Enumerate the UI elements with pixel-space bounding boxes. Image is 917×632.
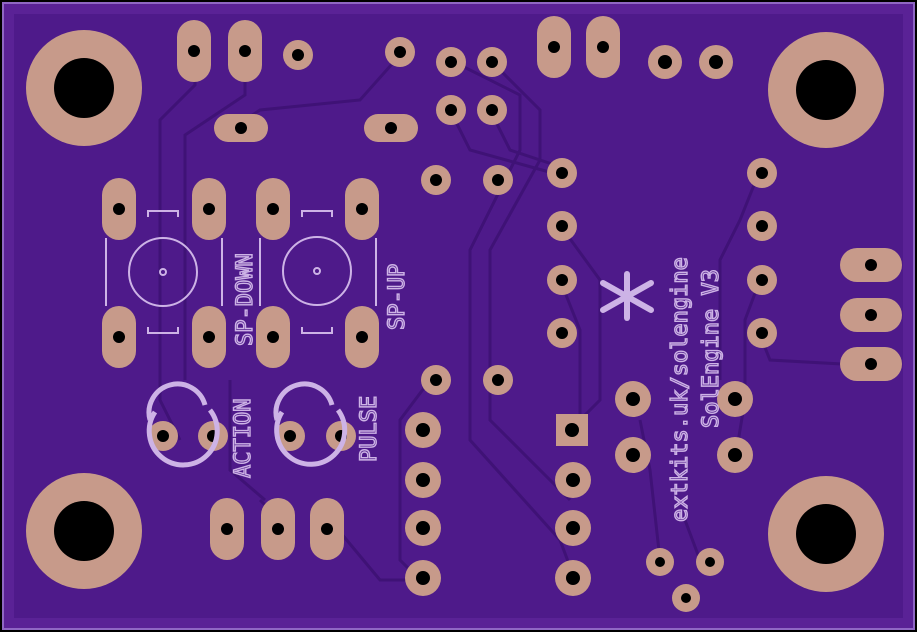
asterisk-mark-icon — [600, 271, 654, 321]
label-action: ACTION — [231, 399, 256, 478]
mounting-hole-icon — [768, 32, 884, 148]
traces — [158, 45, 861, 582]
label-pulse: PULSE — [357, 396, 382, 462]
tact-switch-icon — [105, 210, 223, 334]
label-url: extkits.uk/solengine — [668, 257, 693, 522]
label-sp-down: SP-DOWN — [233, 253, 258, 346]
oblong-h-pad-holes — [235, 122, 877, 370]
mounting-holes — [26, 30, 884, 592]
led-icon — [273, 381, 348, 467]
mounting-hole-icon — [26, 473, 142, 589]
round-pads — [148, 37, 777, 612]
oblong-pad-holes — [113, 41, 609, 535]
label-product: SolEngine V3 — [699, 269, 724, 428]
label-sp-up: SP-UP — [385, 264, 410, 330]
mounting-hole-icon — [768, 476, 884, 592]
mounting-hole-icon — [26, 30, 142, 146]
tact-switch-icon — [259, 210, 377, 334]
led-icon — [146, 381, 220, 468]
